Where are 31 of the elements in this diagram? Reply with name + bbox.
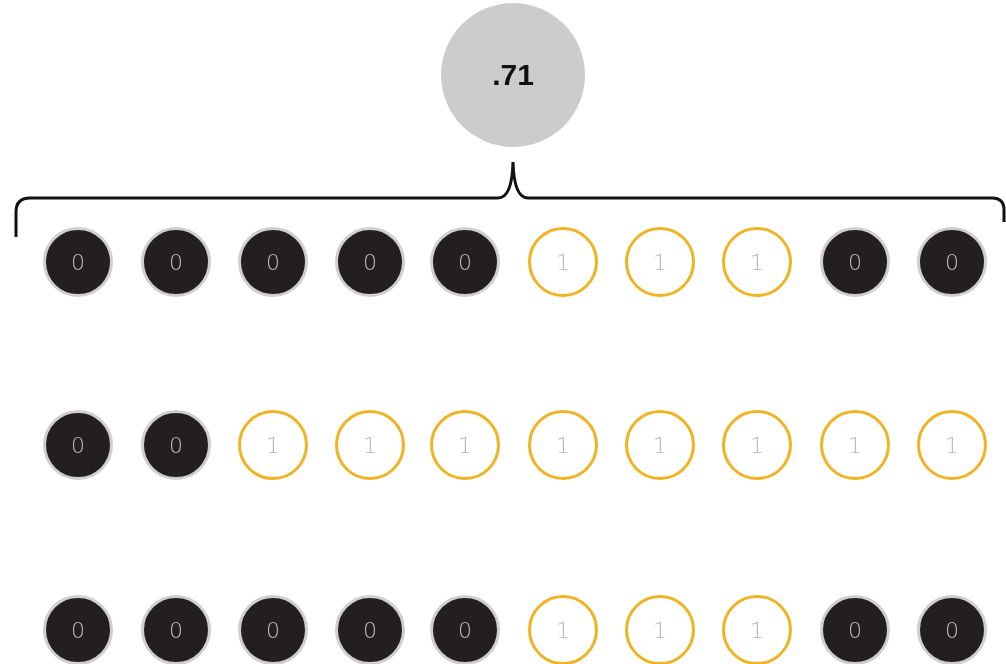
bit-value: 0 xyxy=(363,617,377,643)
bit-value: 0 xyxy=(458,617,472,643)
bit-value: 0 xyxy=(169,249,183,275)
bit-value: 0 xyxy=(848,617,862,643)
bit-value: 1 xyxy=(653,432,667,458)
bit-value: 0 xyxy=(266,249,280,275)
bit-value: 0 xyxy=(363,249,377,275)
bit-value: 0 xyxy=(71,617,85,643)
bit-value: 1 xyxy=(266,432,280,458)
bit-value: 0 xyxy=(169,617,183,643)
bit-value: 1 xyxy=(848,432,862,458)
bit-value: 0 xyxy=(266,617,280,643)
bit-value: 1 xyxy=(750,617,764,643)
bit-value: 0 xyxy=(945,249,959,275)
bit-value: 0 xyxy=(169,432,183,458)
bit-value: 1 xyxy=(363,432,377,458)
bit-value: 1 xyxy=(653,617,667,643)
bit-value: 1 xyxy=(750,249,764,275)
bit-value: 1 xyxy=(556,617,570,643)
bit-value: 0 xyxy=(458,249,472,275)
bit-value: 0 xyxy=(71,249,85,275)
score-value: .71 xyxy=(492,58,534,92)
bit-value: 1 xyxy=(653,249,667,275)
bit-value: 0 xyxy=(71,432,85,458)
bit-value: 0 xyxy=(945,617,959,643)
bit-value: 1 xyxy=(556,249,570,275)
bit-value: 1 xyxy=(556,432,570,458)
bit-value: 0 xyxy=(848,249,862,275)
bit-value: 1 xyxy=(945,432,959,458)
bit-value: 1 xyxy=(458,432,472,458)
bit-value: 1 xyxy=(750,432,764,458)
